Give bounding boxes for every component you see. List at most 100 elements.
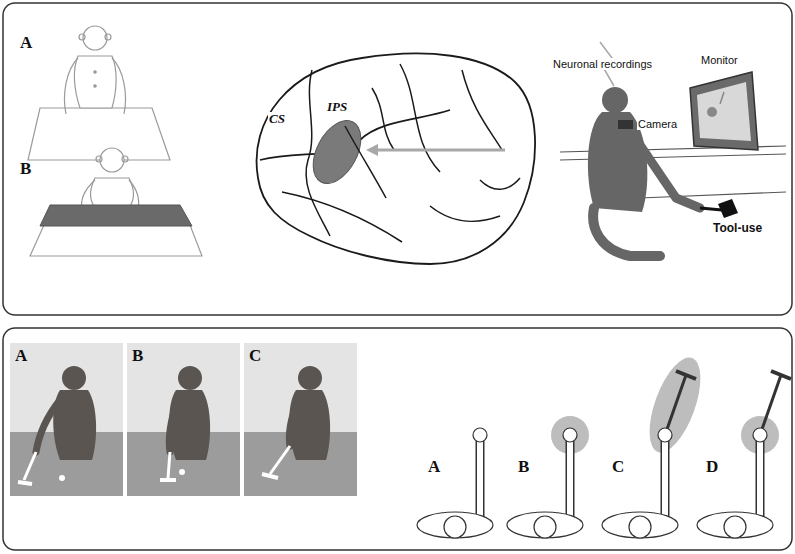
monkey-photo <box>289 390 330 460</box>
monkey-photo <box>270 446 290 474</box>
monkey-photo <box>169 400 178 452</box>
arm-schematic <box>477 441 483 517</box>
panel-frame <box>3 3 792 315</box>
arm-schematic <box>476 441 485 517</box>
setup-label: Camera <box>637 118 678 130</box>
monkey-sketch <box>94 71 96 73</box>
arm-schematic <box>566 441 575 517</box>
arm-schematic <box>534 516 556 538</box>
brain-sulcus <box>306 70 330 236</box>
recording-setup <box>718 199 738 218</box>
monkey-photo <box>289 400 298 446</box>
arm-schematic <box>760 375 781 435</box>
recording-setup <box>697 82 751 141</box>
sulcus-label: IPS <box>326 100 348 114</box>
monkey-photo <box>179 469 185 475</box>
panel-letter: A <box>20 34 32 53</box>
panel-letter: A <box>428 458 440 477</box>
brain-sulcus <box>372 88 394 150</box>
occluding-board <box>40 205 192 226</box>
recording-setup <box>707 107 717 117</box>
arm-schematic <box>473 428 487 442</box>
monkey-sketch <box>65 58 79 114</box>
brain-sulcus <box>282 192 402 242</box>
recording-setup <box>593 208 660 256</box>
setup-label: Tool-use <box>712 222 763 235</box>
arm-schematic <box>629 516 651 538</box>
panel-letter: C <box>249 347 261 366</box>
panel-letter: C <box>612 458 624 477</box>
sulcus-label: CS <box>268 112 286 126</box>
setup-label: Neuronal recordings <box>552 58 653 70</box>
recording-setup <box>602 87 628 113</box>
arm-schematic <box>639 351 711 459</box>
arm-schematic <box>771 371 791 379</box>
recording-setup <box>690 72 758 150</box>
monkey-sketch <box>83 26 107 50</box>
recording-setup <box>720 92 724 104</box>
arm-schematic <box>658 428 672 442</box>
recording-setup <box>560 42 786 256</box>
brain-sulcus <box>400 64 440 172</box>
arm-schematic <box>507 512 583 538</box>
monkey-sketch <box>74 56 116 108</box>
brain-sulcus <box>345 126 386 198</box>
arm-schematic <box>417 428 493 538</box>
photo-panel <box>10 343 123 496</box>
monkey-photo <box>24 452 36 480</box>
brain-sulcus <box>282 64 520 242</box>
input-arrow <box>372 150 505 151</box>
recording-setup <box>618 120 633 129</box>
arm-schematic <box>563 428 577 442</box>
arm-schematic <box>507 416 589 538</box>
monkey-photo <box>178 366 202 390</box>
monkey-sketch <box>30 225 202 256</box>
arm-schematic <box>676 371 696 379</box>
brain-sulcus <box>462 70 502 150</box>
arm-schematic <box>753 428 767 442</box>
monkey-sketch <box>91 178 134 206</box>
arm-schematic <box>602 351 711 538</box>
monkey-sketch <box>28 26 170 160</box>
panel-letter: B <box>20 160 31 179</box>
recording-setup <box>700 208 722 210</box>
monkey-sketch <box>96 156 102 162</box>
arm-schematic <box>417 512 493 538</box>
panel-frame <box>3 3 792 550</box>
arm-schematic <box>567 441 573 517</box>
arm-schematic <box>697 512 773 538</box>
arm-schematic <box>757 441 763 517</box>
panel-letter: D <box>706 458 718 477</box>
monkey-photo <box>59 475 65 481</box>
monkey-photo <box>169 390 210 460</box>
panel-letter: B <box>518 458 529 477</box>
photo-panel <box>10 343 357 496</box>
monkey-photo <box>298 366 322 390</box>
monkey-photo <box>18 482 32 484</box>
photo-panel <box>244 343 357 496</box>
monkey-sketch <box>105 34 111 40</box>
arm-schematic <box>697 371 791 538</box>
monkey-photo <box>160 478 176 482</box>
panel-frame <box>3 328 792 550</box>
photo-panel <box>127 343 240 496</box>
arm-schematic <box>756 441 765 517</box>
monkey-sketch <box>30 148 202 256</box>
brain-sulcus <box>480 178 520 189</box>
brain-sulcus <box>430 206 500 221</box>
monkey-sketch <box>112 58 126 114</box>
monkey-sketch <box>79 34 85 40</box>
monkey-photo <box>18 366 330 484</box>
monkey-sketch <box>94 85 96 87</box>
arm-schematic <box>444 516 466 538</box>
monkey-photo <box>36 400 60 452</box>
panel-letter: A <box>15 347 27 366</box>
arm-schematic <box>665 375 686 435</box>
parietal-area <box>303 113 370 192</box>
occluding-board <box>40 205 192 226</box>
panel-letter: B <box>132 347 143 366</box>
setup-label: Monitor <box>700 54 739 66</box>
monkey-sketch <box>122 156 128 162</box>
